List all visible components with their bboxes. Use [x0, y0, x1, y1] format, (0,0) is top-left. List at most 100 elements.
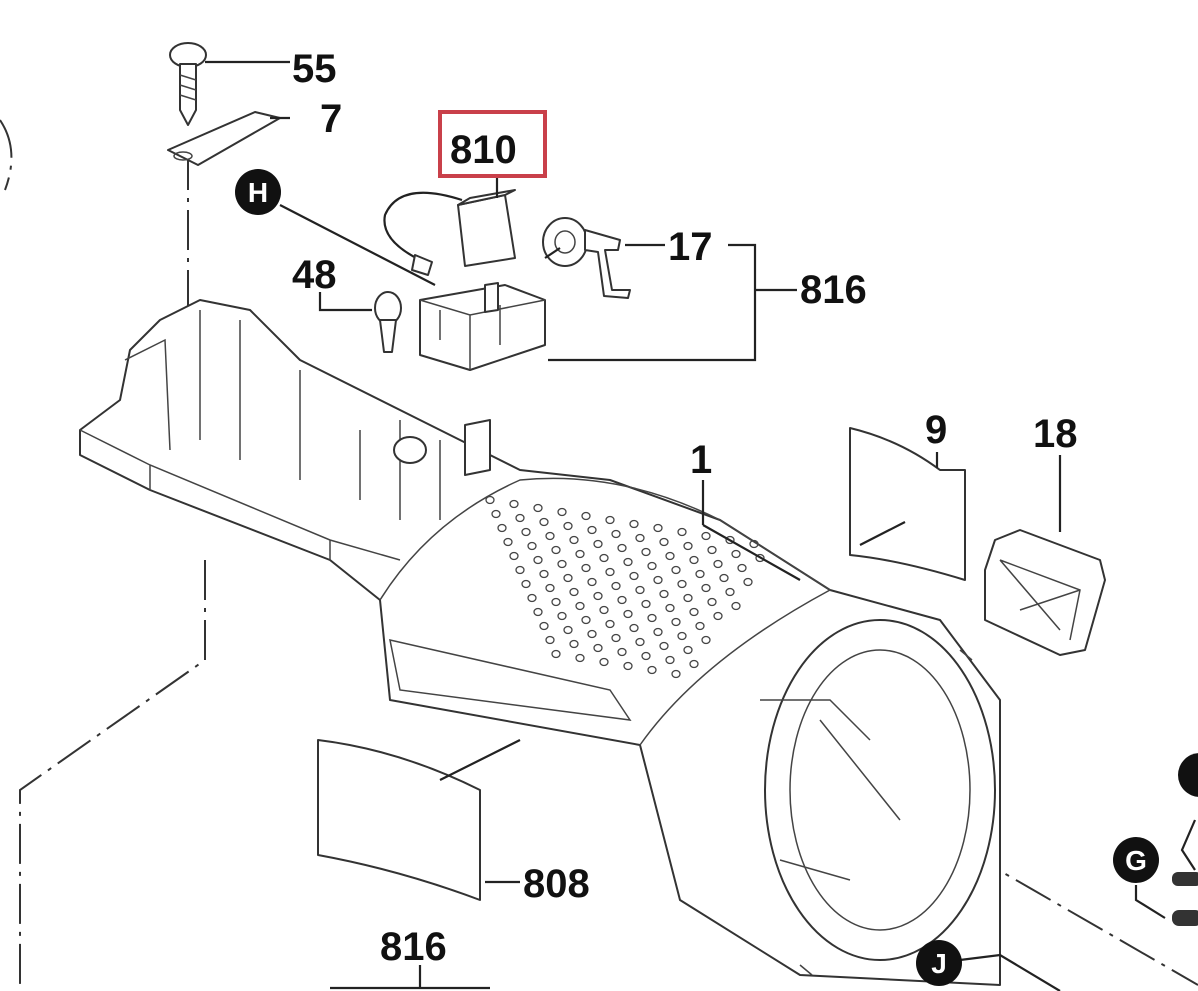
vent-hole	[647, 561, 657, 571]
vent-hole	[647, 613, 657, 623]
vent-hole	[677, 527, 687, 537]
right-edge-parts	[1172, 753, 1198, 926]
vent-holes	[485, 495, 765, 679]
vent-hole	[599, 605, 609, 615]
vent-hole	[581, 563, 591, 573]
callout-h: H	[235, 169, 281, 215]
vent-hole	[551, 597, 561, 607]
vent-hole	[731, 549, 741, 559]
vent-hole	[671, 565, 681, 575]
vent-hole	[533, 503, 543, 513]
vent-hole	[725, 587, 735, 597]
vent-hole	[581, 511, 591, 521]
screw-48	[374, 291, 402, 353]
vent-hole	[629, 571, 639, 581]
vent-hole	[605, 567, 615, 577]
vent-hole	[539, 621, 549, 631]
vent-hole	[503, 537, 513, 547]
vent-hole	[731, 601, 741, 611]
vent-hole	[557, 611, 567, 621]
part-label-7: 7	[320, 97, 342, 141]
vent-hole	[551, 649, 561, 659]
label-808	[317, 739, 481, 901]
spring-17	[542, 217, 631, 299]
vent-hole	[641, 547, 651, 557]
vent-hole	[605, 619, 615, 629]
vent-hole	[659, 641, 669, 651]
vent-hole	[617, 595, 627, 605]
vent-hole	[575, 653, 585, 663]
vent-hole	[617, 543, 627, 553]
vent-hole	[629, 623, 639, 633]
vent-hole	[491, 509, 501, 519]
vent-hole	[557, 559, 567, 569]
vent-hole	[623, 609, 633, 619]
vent-hole	[683, 593, 693, 603]
vent-hole	[533, 555, 543, 565]
vent-hole	[653, 575, 663, 585]
vent-hole	[605, 515, 615, 525]
vent-hole	[653, 627, 663, 637]
vent-hole	[707, 597, 717, 607]
vent-hole	[611, 581, 621, 591]
vent-hole	[701, 531, 711, 541]
vent-hole	[713, 611, 723, 621]
vent-hole	[635, 585, 645, 595]
vent-hole	[725, 535, 735, 545]
vent-hole	[497, 523, 507, 533]
part-label-816-bottom: 816	[380, 925, 447, 969]
cover-18	[984, 529, 1106, 656]
part-label-1: 1	[690, 438, 712, 482]
vent-hole	[617, 647, 627, 657]
vent-hole	[707, 545, 717, 555]
vent-hole	[689, 555, 699, 565]
vent-hole	[689, 659, 699, 669]
vent-hole	[737, 563, 747, 573]
vent-hole	[659, 537, 669, 547]
vent-hole	[599, 553, 609, 563]
vent-hole	[539, 569, 549, 579]
vent-hole	[665, 603, 675, 613]
part-label-17: 17	[668, 225, 713, 269]
vent-hole	[563, 625, 573, 635]
vent-hole	[593, 539, 603, 549]
vent-hole	[551, 545, 561, 555]
vent-hole	[635, 533, 645, 543]
vent-hole	[701, 583, 711, 593]
vent-hole	[611, 633, 621, 643]
vent-hole	[527, 593, 537, 603]
callout-j-text: J	[931, 948, 947, 979]
assembly-axis-left	[19, 560, 206, 991]
vent-hole	[647, 665, 657, 675]
vent-hole	[683, 645, 693, 655]
assembly-axis-left-edge	[0, 119, 13, 191]
leader-lines	[205, 60, 1166, 991]
vent-hole	[719, 573, 729, 583]
vent-hole	[569, 639, 579, 649]
vent-hole	[587, 525, 597, 535]
vent-hole	[599, 657, 609, 667]
vent-hole	[635, 637, 645, 647]
vent-hole	[539, 517, 549, 527]
vent-hole	[701, 635, 711, 645]
vent-hole	[677, 579, 687, 589]
vent-hole	[623, 661, 633, 671]
vent-hole	[581, 615, 591, 625]
vent-hole	[629, 519, 639, 529]
vent-hole	[671, 617, 681, 627]
part-label-808: 808	[523, 862, 590, 906]
part-label-810[interactable]: 810	[450, 128, 517, 172]
screw-55	[169, 42, 207, 126]
vent-hole	[743, 577, 753, 587]
vent-hole	[485, 495, 495, 505]
callout-g-text: G	[1125, 845, 1147, 876]
callout-h-text: H	[248, 177, 268, 208]
vent-hole	[755, 553, 765, 563]
part-label-48: 48	[292, 253, 337, 297]
part-label-816-top: 816	[800, 268, 867, 312]
vent-hole	[509, 499, 519, 509]
vent-hole	[575, 601, 585, 611]
brush-holder	[419, 282, 546, 371]
vent-hole	[611, 529, 621, 539]
